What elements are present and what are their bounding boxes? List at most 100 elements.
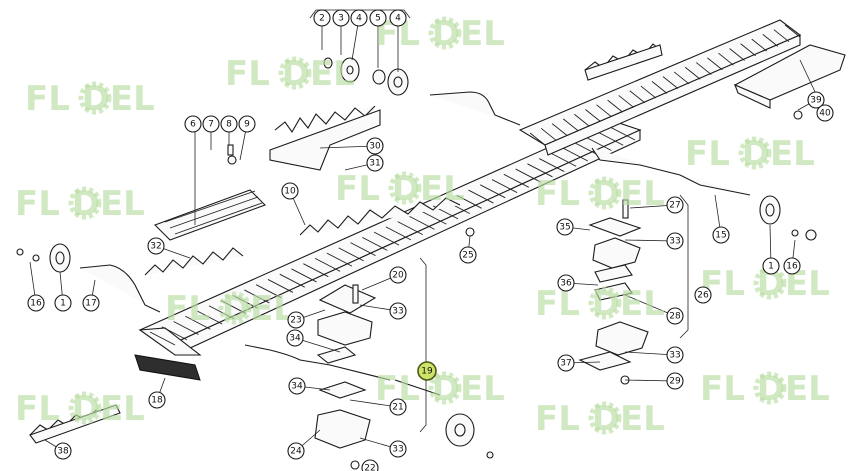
callout-22[interactable]: 22 bbox=[361, 459, 379, 471]
callout-23[interactable]: 23 bbox=[287, 311, 305, 329]
callout-circle bbox=[313, 9, 331, 27]
callout-10[interactable]: 10 bbox=[281, 182, 299, 200]
callout-number: 33 bbox=[669, 351, 680, 361]
sieve-slat bbox=[651, 80, 668, 94]
callout-9[interactable]: 9 bbox=[238, 115, 256, 133]
watermark-2: FL DEL bbox=[225, 54, 355, 94]
callout-number: 30 bbox=[369, 142, 381, 152]
callout-33[interactable]: 33 bbox=[389, 440, 407, 458]
callout-33[interactable]: 33 bbox=[389, 302, 407, 320]
callout-circle bbox=[184, 115, 202, 133]
callout-number: 33 bbox=[669, 237, 680, 247]
callout-33[interactable]: 33 bbox=[666, 346, 684, 364]
callout-number: 27 bbox=[669, 201, 680, 211]
callout-25[interactable]: 25 bbox=[459, 246, 477, 264]
callout-18[interactable]: 18 bbox=[148, 391, 166, 409]
callout-circle bbox=[816, 104, 834, 122]
callout-number: 5 bbox=[375, 14, 381, 24]
callout-number: 29 bbox=[669, 377, 681, 387]
callout-4[interactable]: 4 bbox=[389, 9, 407, 27]
sieve-slat bbox=[673, 71, 690, 85]
sieve-slat bbox=[684, 66, 701, 80]
callout-circle bbox=[281, 182, 299, 200]
callout-16[interactable]: 16 bbox=[27, 294, 45, 312]
callout-30[interactable]: 30 bbox=[366, 137, 384, 155]
leader-line bbox=[624, 294, 676, 317]
callout-40[interactable]: 40 bbox=[816, 104, 834, 122]
callout-1[interactable]: 1 bbox=[762, 257, 780, 275]
callout-number: 25 bbox=[462, 251, 473, 261]
callout-31[interactable]: 31 bbox=[366, 154, 384, 172]
callout-number: 34 bbox=[291, 382, 303, 392]
callout-15[interactable]: 15 bbox=[712, 226, 730, 244]
callout-34[interactable]: 34 bbox=[288, 377, 306, 395]
callout-20[interactable]: 20 bbox=[389, 266, 407, 284]
watermark-9: FL DEL bbox=[535, 284, 665, 324]
callout-37[interactable]: 37 bbox=[557, 354, 575, 372]
callout-circle bbox=[148, 391, 166, 409]
callout-8[interactable]: 8 bbox=[220, 115, 238, 133]
callout-7[interactable]: 7 bbox=[202, 115, 220, 133]
callout-6[interactable]: 6 bbox=[184, 115, 202, 133]
callout-circle bbox=[807, 91, 825, 109]
callout-16[interactable]: 16 bbox=[783, 257, 801, 275]
watermark-10: FL DEL bbox=[700, 369, 830, 409]
watermark-5: FL DEL bbox=[335, 169, 465, 209]
callout-5[interactable]: 5 bbox=[369, 9, 387, 27]
sieve-slat bbox=[551, 123, 568, 136]
svg-text:FL DEL: FL DEL bbox=[165, 289, 295, 329]
callout-number: 39 bbox=[810, 96, 822, 106]
callout-number: 4 bbox=[395, 14, 401, 24]
sieve-slat bbox=[338, 247, 364, 262]
sieve-slat bbox=[480, 184, 506, 199]
callout-number: 20 bbox=[392, 271, 404, 281]
callout-24[interactable]: 24 bbox=[287, 442, 305, 460]
perforated-plate bbox=[134, 354, 201, 381]
callout-33[interactable]: 33 bbox=[666, 232, 684, 250]
callout-number: 31 bbox=[369, 159, 380, 169]
svg-text:FL DEL: FL DEL bbox=[685, 134, 815, 174]
sieve-slat bbox=[707, 57, 723, 71]
callout-26[interactable]: 26 bbox=[694, 286, 712, 304]
fasteners bbox=[16, 110, 817, 470]
callout-circle bbox=[54, 442, 72, 460]
sieve-slat bbox=[562, 147, 589, 162]
grouping-brackets bbox=[194, 9, 689, 433]
callout-circle bbox=[369, 9, 387, 27]
callout-28[interactable]: 28 bbox=[666, 307, 684, 325]
callout-circle bbox=[762, 257, 780, 275]
sieve-slat bbox=[267, 279, 294, 293]
sieve-slat bbox=[314, 258, 341, 272]
callout-27[interactable]: 27 bbox=[666, 196, 684, 214]
sieve-slat bbox=[596, 104, 612, 118]
callout-34[interactable]: 34 bbox=[286, 329, 304, 347]
callout-circle bbox=[389, 398, 407, 416]
callout-39[interactable]: 39 bbox=[807, 91, 825, 109]
callout-circle bbox=[288, 377, 306, 395]
callout-2[interactable]: 2 bbox=[313, 9, 331, 27]
callout-19[interactable]: 19 bbox=[417, 361, 437, 381]
callout-29[interactable]: 29 bbox=[666, 372, 684, 390]
callout-17[interactable]: 17 bbox=[82, 294, 100, 312]
callout-3[interactable]: 3 bbox=[332, 9, 350, 27]
sieve-slat bbox=[640, 85, 657, 99]
callout-1[interactable]: 1 bbox=[54, 294, 72, 312]
callout-circle bbox=[694, 286, 712, 304]
watermarks: FL DEL FL DEL FL DEL FL DEL FL DEL FL DE… bbox=[15, 14, 830, 439]
sieve-slat bbox=[196, 310, 223, 325]
callout-4[interactable]: 4 bbox=[350, 9, 368, 27]
callout-38[interactable]: 38 bbox=[54, 442, 72, 460]
callout-32[interactable]: 32 bbox=[147, 237, 165, 255]
callout-circle bbox=[666, 196, 684, 214]
hubs bbox=[49, 57, 781, 447]
callout-circle bbox=[666, 372, 684, 390]
callout-number: 35 bbox=[559, 223, 570, 233]
sieve-slat bbox=[527, 163, 553, 178]
svg-text:FL DEL: FL DEL bbox=[15, 389, 145, 429]
callout-35[interactable]: 35 bbox=[556, 218, 574, 236]
callout-21[interactable]: 21 bbox=[389, 398, 407, 416]
callout-36[interactable]: 36 bbox=[557, 274, 575, 292]
watermark-13: FL DEL bbox=[535, 399, 665, 439]
